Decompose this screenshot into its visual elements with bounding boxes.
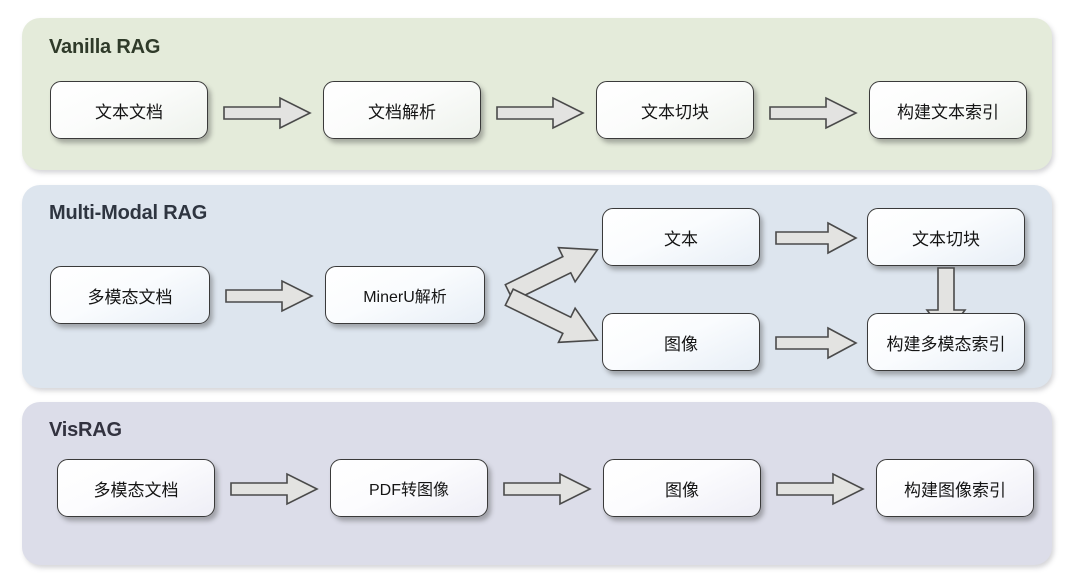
arrow-right <box>774 221 858 255</box>
node-label: 图像 <box>665 480 699 501</box>
node-label: MinerU解析 <box>363 289 447 306</box>
arrow-right <box>768 96 858 130</box>
panel-title-vanilla-rag: Vanilla RAG <box>49 36 161 58</box>
node-build-mm-index[interactable]: 构建多模态索引 <box>867 313 1025 371</box>
node-label: 构建多模态索引 <box>886 334 1006 355</box>
arrow-right <box>229 472 319 506</box>
node-mm-doc[interactable]: 多模态文档 <box>50 266 210 324</box>
panel-title-visrag: VisRAG <box>49 419 122 441</box>
arrow-right <box>774 326 858 360</box>
node-build-image-index[interactable]: 构建图像索引 <box>876 459 1034 517</box>
arrow-right <box>502 472 592 506</box>
node-label: 多模态文档 <box>87 287 173 308</box>
node-mm-text-chunk[interactable]: 文本切块 <box>867 208 1025 266</box>
node-text-chunk[interactable]: 文本切块 <box>596 81 754 139</box>
panel-multi-modal-rag: Multi-Modal RAG 多模态文档 MinerU解析 <box>22 185 1052 388</box>
node-build-text-index[interactable]: 构建文本索引 <box>869 81 1027 139</box>
node-label: 构建图像索引 <box>904 480 1006 501</box>
arrow-down-right <box>496 288 616 375</box>
node-label: 文本切块 <box>912 229 980 250</box>
node-text-doc[interactable]: 文本文档 <box>50 81 208 139</box>
arrow-right <box>224 279 314 313</box>
arrow-right <box>775 472 865 506</box>
arrow-right <box>495 96 585 130</box>
node-label: 文本切块 <box>641 102 709 123</box>
arrow-right <box>222 96 312 130</box>
node-label: PDF转图像 <box>368 482 449 499</box>
node-label: 多模态文档 <box>93 480 179 501</box>
node-mm-image[interactable]: 图像 <box>602 313 760 371</box>
node-label: 文档解析 <box>368 102 436 123</box>
node-label: 文本 <box>664 229 698 250</box>
node-label: 文本文档 <box>95 102 163 123</box>
node-mm-text[interactable]: 文本 <box>602 208 760 266</box>
node-vis-image[interactable]: 图像 <box>603 459 761 517</box>
node-vis-doc[interactable]: 多模态文档 <box>57 459 215 517</box>
node-doc-parse[interactable]: 文档解析 <box>323 81 481 139</box>
panel-title-multi-modal-rag: Multi-Modal RAG <box>49 202 208 224</box>
panel-visrag: VisRAG 多模态文档 PDF转图像 图像 构建图像索引 <box>22 402 1052 565</box>
panel-vanilla-rag: Vanilla RAG 文本文档 文档解析 文本切块 构建文本索引 <box>22 18 1052 170</box>
node-pdf-to-image[interactable]: PDF转图像 <box>330 459 488 517</box>
node-label: 构建文本索引 <box>897 102 999 123</box>
node-label: 图像 <box>664 334 698 355</box>
node-mineru-parse[interactable]: MinerU解析 <box>325 266 485 324</box>
arrow-up-right <box>496 215 616 302</box>
